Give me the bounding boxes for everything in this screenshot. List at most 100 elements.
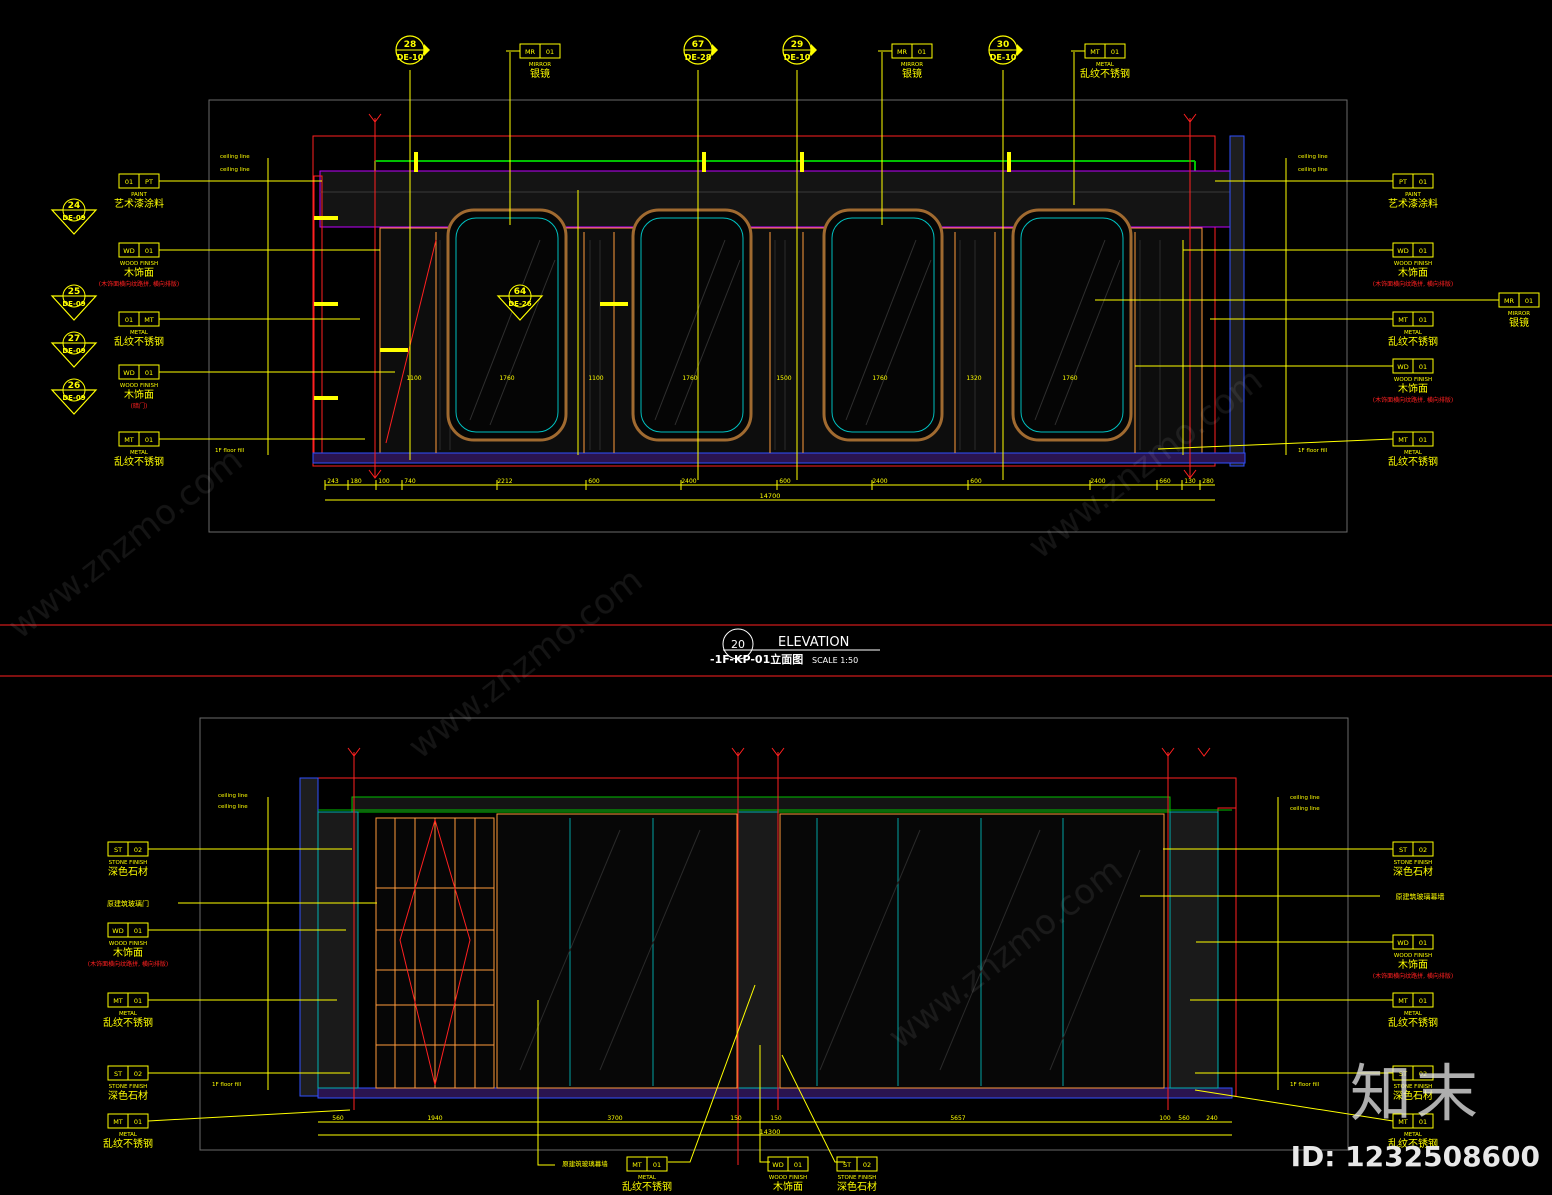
tag-en: WOOD FINISH: [769, 1175, 807, 1181]
level-label: ceiling line: [220, 167, 250, 173]
tag-num: 01: [134, 997, 142, 1005]
watermark-text: www.znzmo.com: [401, 560, 650, 767]
elevation-2: [267, 747, 1279, 1166]
dimension-text: 150: [730, 1115, 742, 1122]
tag-num: 02: [134, 1070, 142, 1078]
floor-strip: [312, 452, 1246, 464]
dimension-text: 2400: [681, 478, 696, 485]
level-label: 1F floor fill: [215, 448, 245, 454]
tag-cn: 木饰面: [773, 1180, 803, 1193]
tag-num: PT: [145, 178, 153, 186]
marker-ref: DE-26: [508, 300, 531, 308]
tag-en: WOOD FINISH: [109, 941, 147, 947]
tag-cn: 艺术漆涂料: [1388, 197, 1438, 210]
tag-cn: 木饰面: [1398, 382, 1428, 395]
dimension-text: 2212: [497, 478, 512, 485]
dimension-text: 660: [1159, 478, 1171, 485]
tag-en: WOOD FINISH: [120, 383, 158, 389]
tag-cn: 乱纹不锈钢: [114, 455, 164, 468]
dimension-text: 560: [1178, 1115, 1190, 1122]
watermark-id: ID: 1232508600: [1290, 1140, 1540, 1173]
dimension-text: 5657: [950, 1115, 965, 1122]
tag-num: 01: [1419, 247, 1427, 255]
tag-num: 01: [1419, 997, 1427, 1005]
tag-code: WD: [123, 247, 134, 255]
tag-code: WD: [112, 927, 123, 935]
tag-num: 02: [863, 1161, 871, 1169]
horizontal-dimensions-2: [318, 1121, 1232, 1136]
tag-code: MT: [1398, 316, 1408, 324]
tag-en: STONE FINISH: [1394, 860, 1433, 866]
tag-num: 02: [134, 846, 142, 854]
marker-ref: DE-10: [784, 53, 811, 62]
tag-en: STONE FINISH: [109, 1084, 148, 1090]
tag-cn: 乱纹不锈钢: [1388, 1016, 1438, 1029]
marker-number: 67: [692, 40, 705, 50]
tag-cn: 银镜: [530, 67, 550, 80]
tag-en: WOOD FINISH: [1394, 377, 1432, 383]
tag-note: (木饰面横向纹路拼, 横向排版): [1373, 280, 1454, 288]
level-label: ceiling line: [218, 793, 248, 799]
tag-code: WD: [772, 1161, 783, 1169]
tag-code: 01: [125, 316, 133, 324]
dimension-text: 2400: [1090, 478, 1105, 485]
tag-code: MT: [632, 1161, 642, 1169]
level-label: ceiling line: [1298, 154, 1328, 160]
e2-left-note: 原建筑玻璃门: [107, 899, 149, 908]
tag-num: 01: [145, 247, 153, 255]
marker-number: 26: [68, 381, 81, 391]
tag-cn: 深色石材: [837, 1180, 877, 1193]
tag-code: ST: [1399, 1070, 1407, 1078]
tag-en: MIRROR: [529, 62, 551, 68]
marker-number: 30: [997, 40, 1010, 50]
glass-curtain-wall: [496, 813, 1165, 1089]
level-label: ceiling line: [1290, 806, 1320, 812]
tag-num: 01: [1419, 939, 1427, 947]
dimension-text: 280: [1202, 478, 1214, 485]
tag-num: 01: [653, 1161, 661, 1169]
tag-code: PT: [1399, 178, 1407, 186]
marker-number: 25: [68, 287, 81, 297]
elevation-1-frame: [208, 99, 1348, 533]
tag-num: 01: [918, 48, 926, 56]
title-scale: SCALE 1:50: [812, 656, 858, 665]
dimension-text: 100: [378, 478, 390, 485]
tag-code: MT: [1398, 997, 1408, 1005]
tag-num: 01: [1419, 178, 1427, 186]
tag-cn: 银镜: [902, 67, 922, 80]
e2-right-note: 原建筑玻璃幕墙: [1396, 892, 1445, 901]
tag-en: MIRROR: [901, 62, 923, 68]
elevation-2-frame: [199, 717, 1349, 1151]
tag-cn: 深色石材: [1393, 1089, 1433, 1102]
tag-code: MR: [525, 48, 536, 56]
marker-ref: DE-09: [62, 347, 85, 355]
door-diagonals: [399, 818, 471, 1086]
tag-note: (暗门): [131, 402, 148, 410]
tag-en: WOOD FINISH: [1394, 261, 1432, 267]
section-cut-lines: [409, 70, 1004, 480]
marker-ref: DE-10: [397, 53, 424, 62]
vertical-dimensions-2: [267, 797, 1279, 1090]
marker-ref: DE-10: [990, 53, 1017, 62]
tag-note: (木饰面横向纹路拼, 横向排版): [99, 280, 180, 288]
tag-num: 01: [546, 48, 554, 56]
dimension-text: 1940: [427, 1115, 442, 1122]
tag-code: MT: [1398, 1118, 1408, 1126]
tag-en: METAL: [119, 1011, 138, 1017]
tag-code: MT: [1090, 48, 1100, 56]
